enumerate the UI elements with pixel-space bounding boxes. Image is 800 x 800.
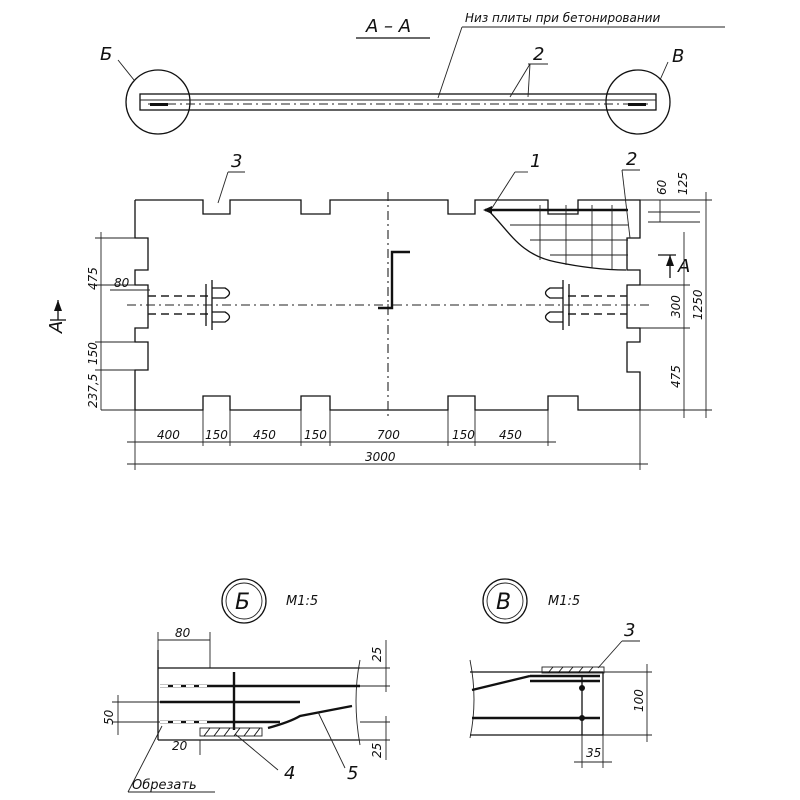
callout-3: 3 <box>231 151 242 172</box>
detail-b-dim-80: 80 <box>175 626 191 640</box>
dim-right-125: 125 <box>676 172 690 195</box>
dim-bottom-3: 450 <box>253 428 276 442</box>
dim-bottom-5: 700 <box>377 428 400 442</box>
detail-b-cut-note: Обрезать <box>132 778 197 793</box>
dim-bottom-7: 450 <box>499 428 522 442</box>
detail-b-dim-25-top: 25 <box>370 647 384 662</box>
bottom-note: Низ плиты при бетонировании <box>465 11 660 25</box>
dim-total: 3000 <box>365 450 396 464</box>
plan-view: 1 2 3 А А 400 150 450 150 700 <box>46 149 712 470</box>
dim-bottom-1: 400 <box>157 428 180 442</box>
section-title: А – А <box>365 16 411 37</box>
reinforcement-cutout <box>483 205 628 271</box>
detail-v-scale: М1:5 <box>548 594 580 609</box>
detail-b: Б М1:5 80 25 50 20 <box>102 578 390 793</box>
dim-left-475: 475 <box>86 267 100 290</box>
dim-bottom-2: 150 <box>205 428 228 442</box>
detail-b-dim-50: 50 <box>102 709 116 725</box>
callout-b: Б <box>100 44 112 65</box>
detail-v-dim-100: 100 <box>632 689 646 712</box>
detail-b-dim-20: 20 <box>172 739 188 753</box>
section-mark-a-left: А <box>46 321 67 334</box>
callout-2: 2 <box>626 149 637 170</box>
dim-bottom-6: 150 <box>452 428 475 442</box>
callout-v: В <box>672 46 684 67</box>
callout-1: 1 <box>530 151 541 172</box>
detail-b-scale: М1:5 <box>286 594 318 609</box>
callout-3-detail: 3 <box>624 620 635 641</box>
dim-right-1250: 1250 <box>691 289 705 320</box>
callout-5: 5 <box>347 763 358 784</box>
dim-left-150: 150 <box>86 342 100 365</box>
callout-4: 4 <box>284 763 295 784</box>
dim-right-300: 300 <box>669 295 683 318</box>
detail-v-dim-35: 35 <box>586 746 601 760</box>
dim-bottom-4: 150 <box>304 428 327 442</box>
dim-left-237-5: 237,5 <box>86 374 100 408</box>
detail-b-label: Б <box>235 590 250 615</box>
right-lifting-loops <box>544 280 627 330</box>
detail-b-dim-25-bottom: 25 <box>370 743 384 758</box>
dim-right-60: 60 <box>655 179 669 195</box>
dim-right-475: 475 <box>669 365 683 388</box>
dim-left-80: 80 <box>114 276 130 290</box>
section-a-a: А – А Низ плиты при бетонировании Б В 2 <box>100 11 725 135</box>
left-lifting-loops <box>148 280 231 330</box>
detail-v: В М1:5 100 35 3 <box>469 578 652 768</box>
callout-2-top: 2 <box>533 44 544 65</box>
detail-v-label: В <box>496 590 511 615</box>
